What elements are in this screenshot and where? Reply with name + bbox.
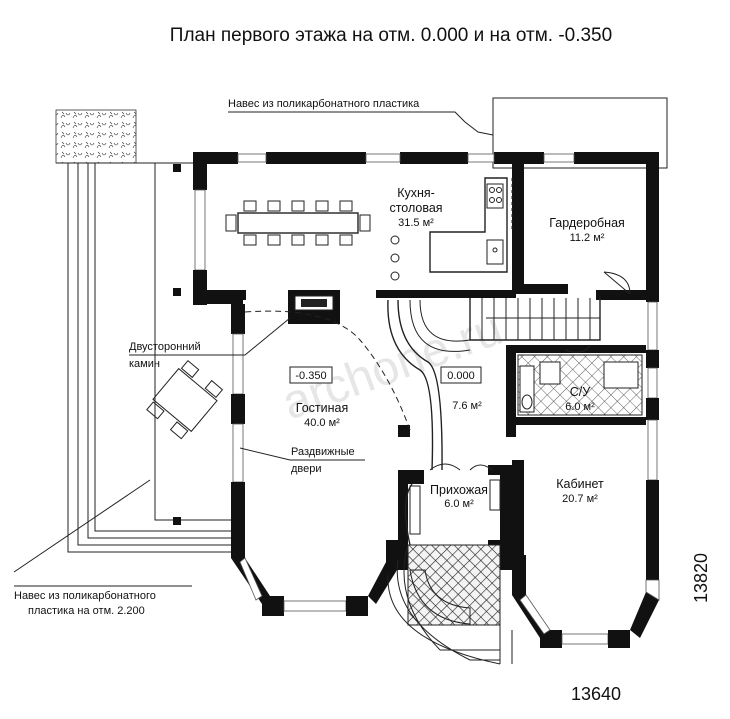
wardrobe-area: 11.2 м² bbox=[570, 232, 605, 244]
dining-table bbox=[225, 200, 371, 246]
living-area: 40.0 м² bbox=[304, 417, 340, 429]
entrance-hall-fixtures bbox=[404, 463, 501, 546]
top-canopy bbox=[492, 97, 668, 169]
level-box-hall bbox=[440, 366, 482, 384]
canopy-left-note-1: Навес из поликарбонатного bbox=[14, 590, 156, 602]
left-canopy-outline bbox=[56, 162, 245, 553]
fireplace-leader bbox=[129, 317, 291, 356]
canopy-left-leader bbox=[13, 479, 192, 587]
outer-walls bbox=[193, 152, 660, 648]
kitchen-counter bbox=[390, 177, 513, 281]
study-name: Кабинет bbox=[556, 477, 604, 491]
column bbox=[173, 517, 181, 525]
column bbox=[173, 288, 181, 296]
curved-partition bbox=[387, 299, 434, 471]
level-living: -0.350 bbox=[295, 370, 326, 382]
canopy-left-note-2: пластика на отм. 2.200 bbox=[28, 605, 145, 617]
bathroom-fixtures bbox=[517, 344, 643, 416]
terrace-furniture bbox=[146, 359, 224, 440]
living-name: Гостиная bbox=[296, 401, 348, 415]
fireplace-note-2: камин bbox=[129, 358, 160, 370]
wardrobe-door bbox=[603, 271, 631, 295]
canopy-leader-top bbox=[228, 111, 494, 136]
level-hall: 0.000 bbox=[447, 370, 475, 382]
column bbox=[173, 164, 181, 172]
interior-walls bbox=[228, 164, 652, 560]
entrance-area: 6.0 м² bbox=[444, 498, 474, 510]
dimension-height: 13820 bbox=[691, 553, 711, 603]
plan-title: План первого этажа на отм. 0.000 и на от… bbox=[170, 25, 612, 46]
kitchen-name-2: столовая bbox=[389, 201, 442, 215]
entrance-name: Прихожая bbox=[430, 483, 488, 497]
curved-partition-inner bbox=[397, 299, 443, 471]
canopy-top-note: Навес из поликарбонатного пластика bbox=[228, 98, 420, 110]
level-box-living bbox=[289, 366, 333, 384]
doors-note-2: двери bbox=[291, 463, 322, 475]
staircase bbox=[409, 298, 601, 352]
bathroom-area: 6.0 м² bbox=[565, 401, 595, 413]
dimension-width: 13640 bbox=[571, 684, 621, 704]
kitchen-name-1: Кухня- bbox=[397, 186, 435, 200]
hall-area: 7.6 м² bbox=[452, 400, 482, 412]
entrance-porch bbox=[387, 544, 513, 665]
doors-note-1: Раздвижные bbox=[291, 446, 355, 458]
study-area: 20.7 м² bbox=[562, 493, 598, 505]
doors-leader bbox=[239, 447, 365, 461]
kitchen-area: 31.5 м² bbox=[398, 217, 434, 229]
grass-patch bbox=[55, 109, 137, 164]
sliding-door-arc bbox=[244, 310, 411, 431]
fireplace bbox=[288, 290, 340, 324]
wardrobe-name: Гардеробная bbox=[549, 216, 625, 230]
fireplace-note-1: Двусторонний bbox=[129, 341, 201, 353]
bathroom-name: С/У bbox=[570, 385, 591, 399]
